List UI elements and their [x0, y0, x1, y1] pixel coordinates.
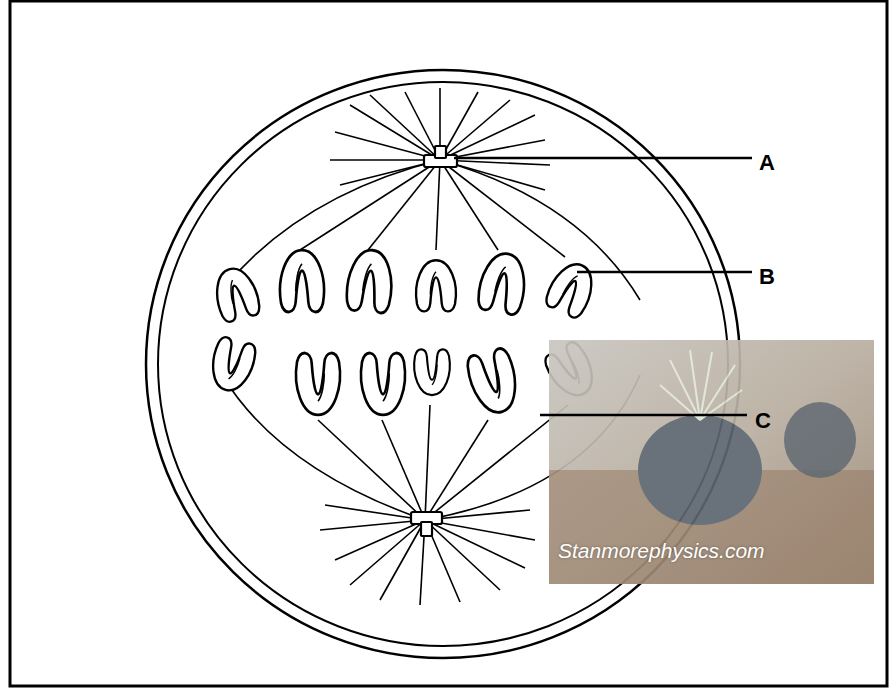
chromosome [206, 335, 601, 417]
callout-letter: A [759, 152, 775, 174]
centriole [411, 512, 442, 536]
leader-line [454, 158, 752, 415]
callout-letter: C [755, 410, 771, 432]
centriole [424, 146, 457, 167]
chromosome [210, 248, 600, 323]
watermark: Stanmorephysics.com [558, 540, 765, 561]
frame [10, 1, 887, 686]
callout-letter: B [759, 266, 775, 288]
watermark-photo [549, 340, 874, 584]
